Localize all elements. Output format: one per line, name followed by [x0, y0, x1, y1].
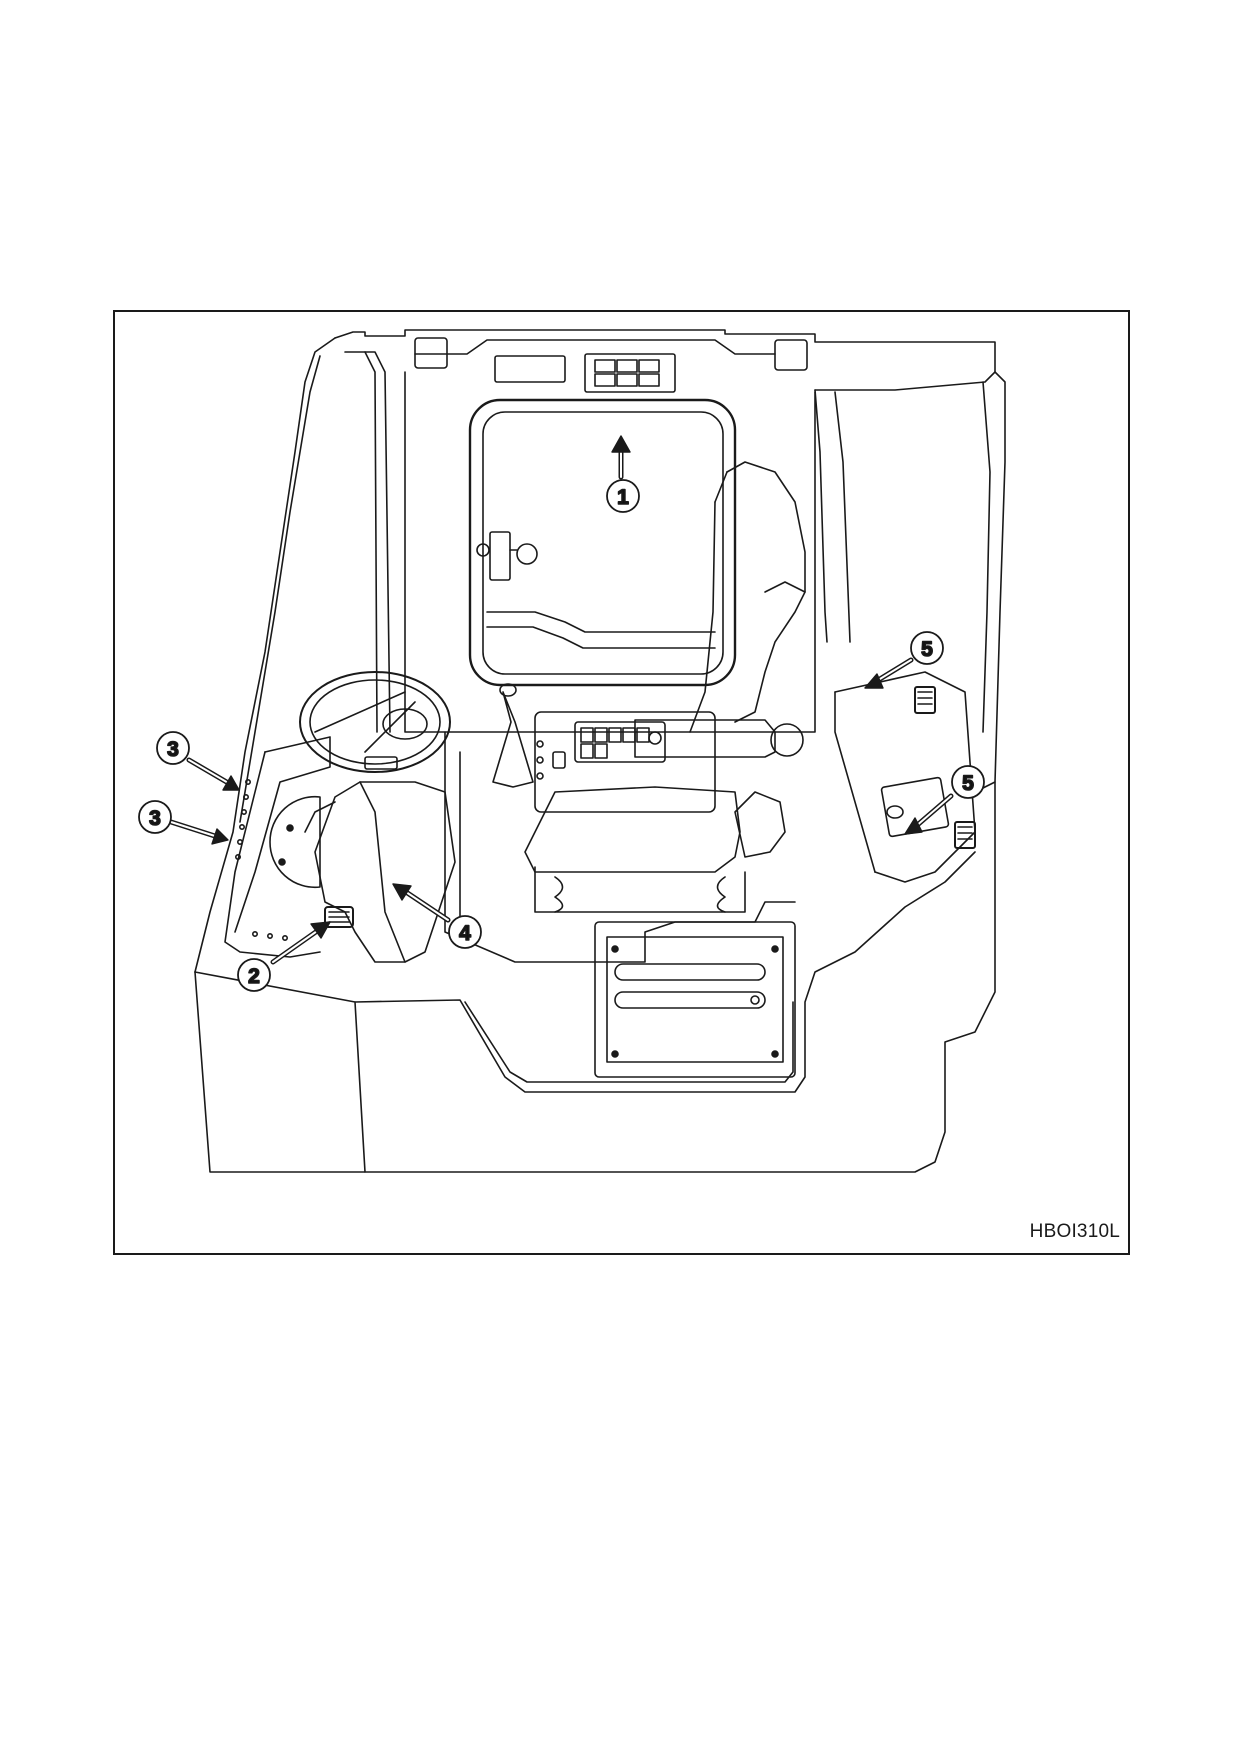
callout-5-lower: 5	[951, 765, 985, 799]
svg-text:4: 4	[459, 922, 471, 945]
cab-shell	[194, 329, 1006, 973]
figure-frame: 1 2 3 3 4 5 5 HBOI310L	[113, 310, 1130, 1255]
svg-text:3: 3	[167, 738, 179, 761]
figure-code: HBOI310L	[1029, 1221, 1120, 1242]
svg-text:2: 2	[248, 965, 260, 988]
callout-arrows	[168, 435, 954, 965]
callout-4: 4	[448, 915, 482, 949]
cab-interior-illustration: 1 2 3 3 4 5 5	[138, 329, 1006, 1173]
svg-text:5: 5	[921, 638, 933, 661]
callout-3-upper: 3	[156, 731, 190, 765]
callout-2: 2	[237, 958, 271, 992]
operator-seat	[524, 461, 806, 913]
steering-column	[224, 671, 456, 963]
right-side-panel	[834, 671, 976, 883]
svg-text:3: 3	[149, 807, 161, 830]
callout-1: 1	[606, 479, 640, 513]
svg-text:1: 1	[617, 486, 629, 509]
callout-5-upper: 5	[910, 631, 944, 665]
callout-3-lower: 3	[138, 800, 172, 834]
svg-text:5: 5	[962, 772, 974, 795]
